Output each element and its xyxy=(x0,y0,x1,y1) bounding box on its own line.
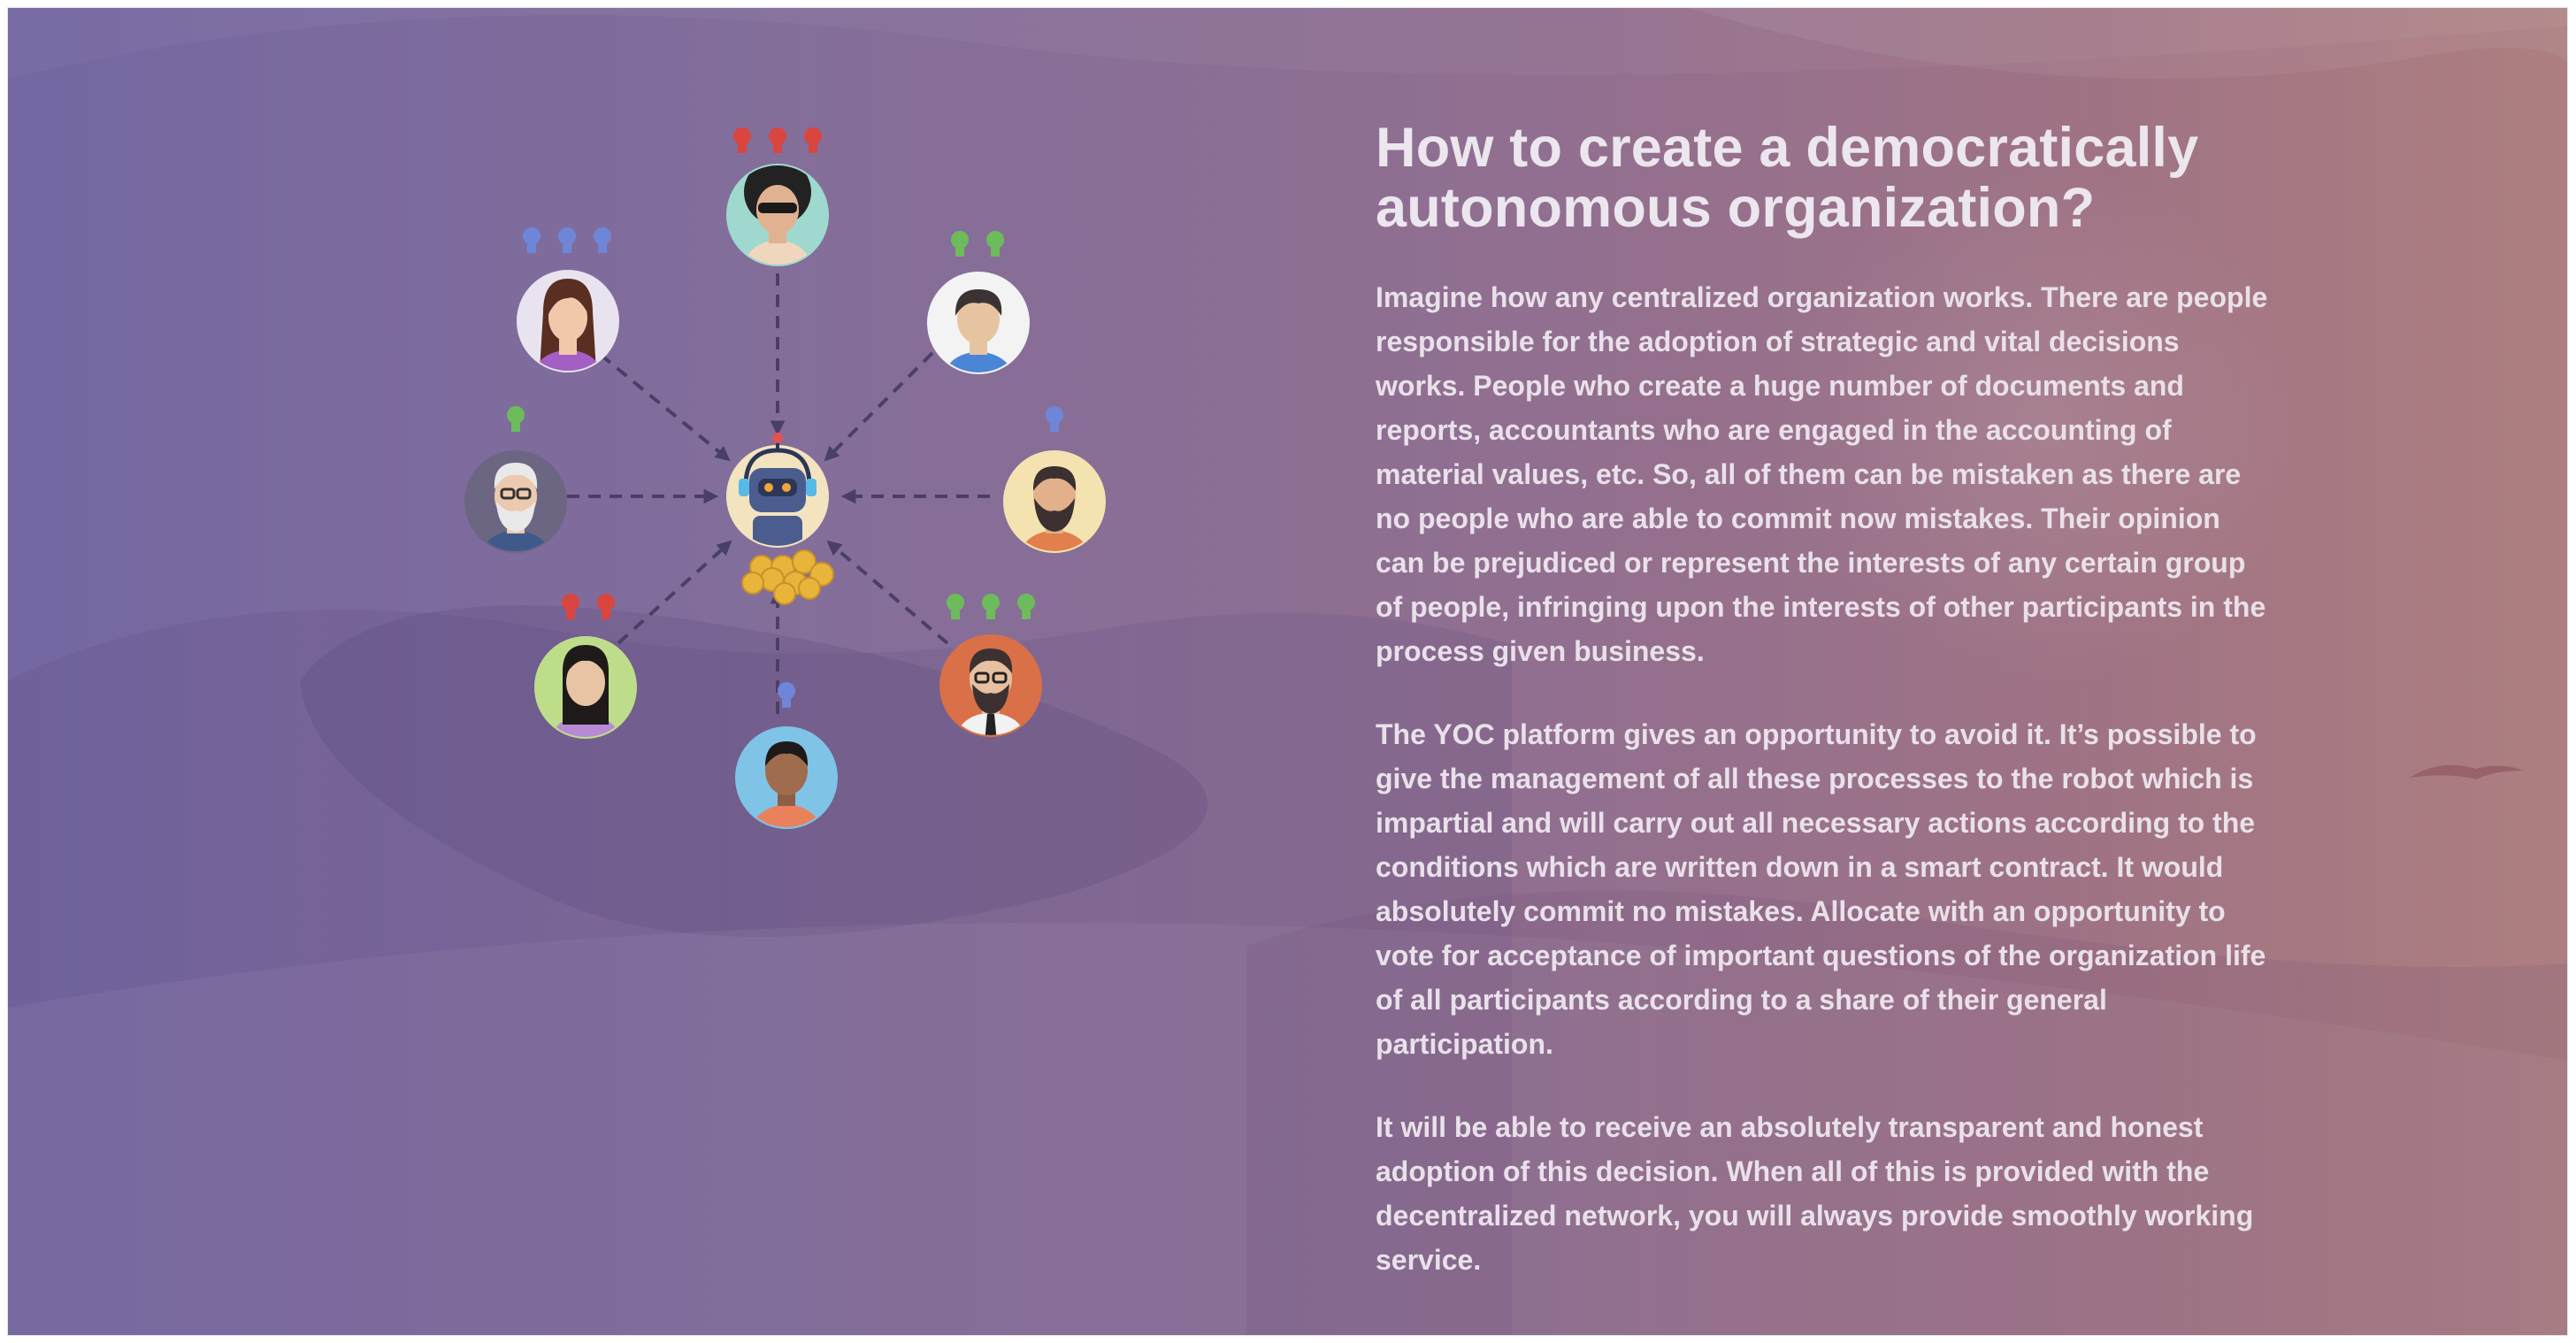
bird-icon xyxy=(2410,764,2525,779)
bulb-red-icon xyxy=(733,127,822,153)
participant-bottom-left xyxy=(534,594,637,739)
bulb-green-icon xyxy=(947,594,1035,619)
participant-top-right xyxy=(927,231,1030,374)
participant-top-left xyxy=(517,227,619,372)
participant-bottom xyxy=(735,682,838,829)
participant-bottom-right xyxy=(939,594,1042,737)
bulb-blue-icon xyxy=(1046,406,1063,432)
participant-right xyxy=(1003,406,1106,553)
paragraph-3: It will be able to receive an absolutely… xyxy=(1376,1111,2254,1276)
bulb-red-icon xyxy=(562,594,615,619)
participant-left xyxy=(464,406,567,553)
arrows xyxy=(567,273,990,714)
page: How to create a democratically autonomou… xyxy=(8,8,2567,1335)
bulb-green-icon xyxy=(951,231,1004,257)
page-title: How to create a democratically autonomou… xyxy=(1376,117,2199,239)
bulb-green-icon xyxy=(507,406,525,432)
network-diagram xyxy=(464,127,1106,829)
article: How to create a democratically autonomou… xyxy=(1376,118,2269,1321)
paragraph-2: The YOC platform gives an opportunity to… xyxy=(1376,718,2266,1060)
background-waves xyxy=(8,8,2567,1335)
bulb-blue-icon xyxy=(523,227,611,253)
coins-icon xyxy=(741,549,834,605)
participant-top xyxy=(726,127,829,266)
robot-icon xyxy=(726,433,829,548)
paragraph-1: Imagine how any centralized organization… xyxy=(1376,281,2268,667)
bulb-blue-icon xyxy=(778,682,795,708)
